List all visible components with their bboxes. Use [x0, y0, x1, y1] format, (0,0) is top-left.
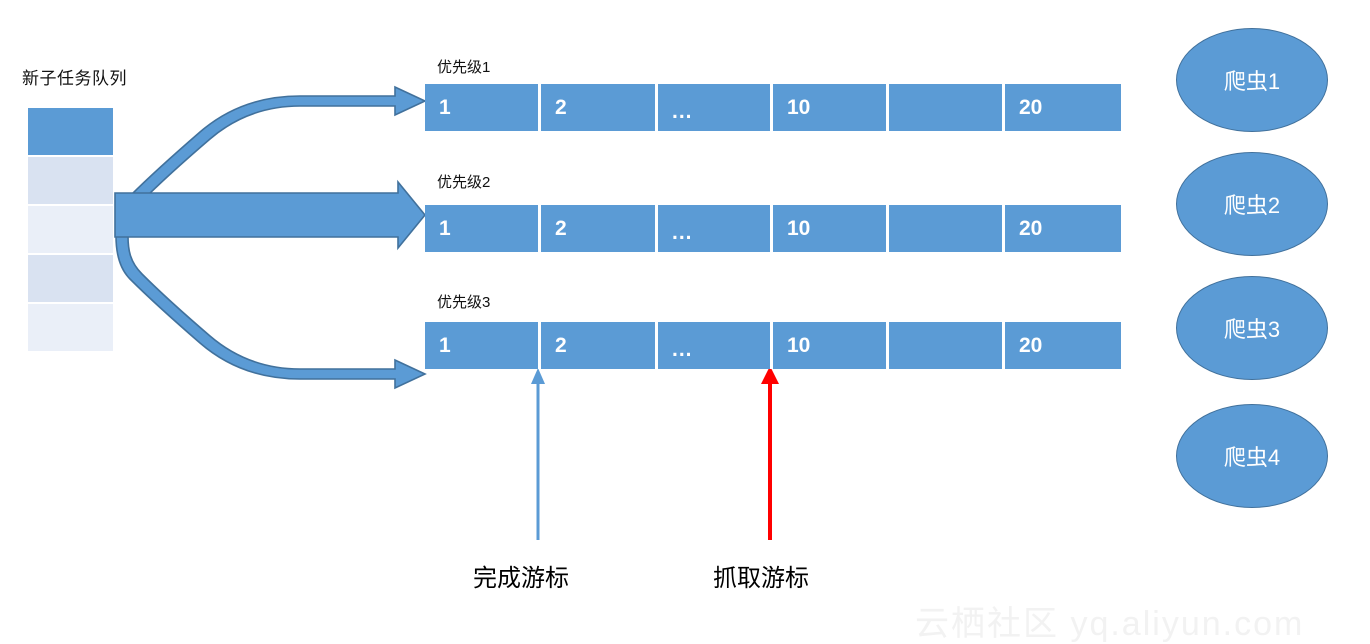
row3-cell-5: [889, 322, 1005, 369]
ellipsis-label: ...: [672, 337, 693, 361]
ellipsis-label: ...: [672, 99, 693, 123]
watermark: 云栖社区 yq.aliyun.com: [915, 605, 1305, 643]
row1-cell-1: 1: [425, 84, 541, 131]
row-label-priority-1: 优先级1: [437, 59, 491, 76]
priority-queue-row-3: 1 2 ... 10 20: [425, 322, 1121, 369]
done-cursor-label: 完成游标: [473, 565, 569, 592]
row3-cell-4: 10: [773, 322, 889, 369]
crawler-node-4: 爬虫4: [1176, 404, 1328, 508]
priority-queue-row-1: 1 2 ... 10 20: [425, 84, 1121, 131]
fetch-cursor-arrow: [761, 366, 779, 540]
row1-cell-5: [889, 84, 1005, 131]
ellipsis-label: ...: [672, 220, 693, 244]
row3-cell-6: 20: [1005, 322, 1121, 369]
queue-cell-3: [28, 206, 113, 253]
row1-cell-4: 10: [773, 84, 889, 131]
crawler-node-1: 爬虫1: [1176, 28, 1328, 132]
done-cursor-arrow: [531, 368, 545, 540]
row1-cell-2: 2: [541, 84, 658, 131]
fetch-cursor-label: 抓取游标: [713, 565, 809, 592]
priority-queue-row-2: 1 2 ... 10 20: [425, 205, 1121, 252]
row3-cell-1: 1: [425, 322, 541, 369]
crawler-node-2: 爬虫2: [1176, 152, 1328, 256]
row3-cell-2: 2: [541, 322, 658, 369]
row-label-priority-2: 优先级2: [437, 174, 491, 191]
crawler-node-3: 爬虫3: [1176, 276, 1328, 380]
queue-cell-2: [28, 157, 113, 204]
queue-cell-4: [28, 255, 113, 302]
row1-cell-6: 20: [1005, 84, 1121, 131]
branch-arrow-path: [115, 85, 427, 390]
queue-cell-1: [28, 108, 113, 155]
queue-cell-5: [28, 304, 113, 351]
row1-cell-3: ...: [658, 84, 773, 131]
queue-title: 新子任务队列: [22, 69, 127, 88]
row3-cell-3: ...: [658, 322, 773, 369]
row2-cell-4: 10: [773, 205, 889, 252]
row2-cell-1: 1: [425, 205, 541, 252]
row2-cell-6: 20: [1005, 205, 1121, 252]
row-label-priority-3: 优先级3: [437, 294, 491, 311]
middle-arrow: [114, 179, 427, 251]
row2-cell-3: ...: [658, 205, 773, 252]
row2-cell-2: 2: [541, 205, 658, 252]
row2-cell-5: [889, 205, 1005, 252]
